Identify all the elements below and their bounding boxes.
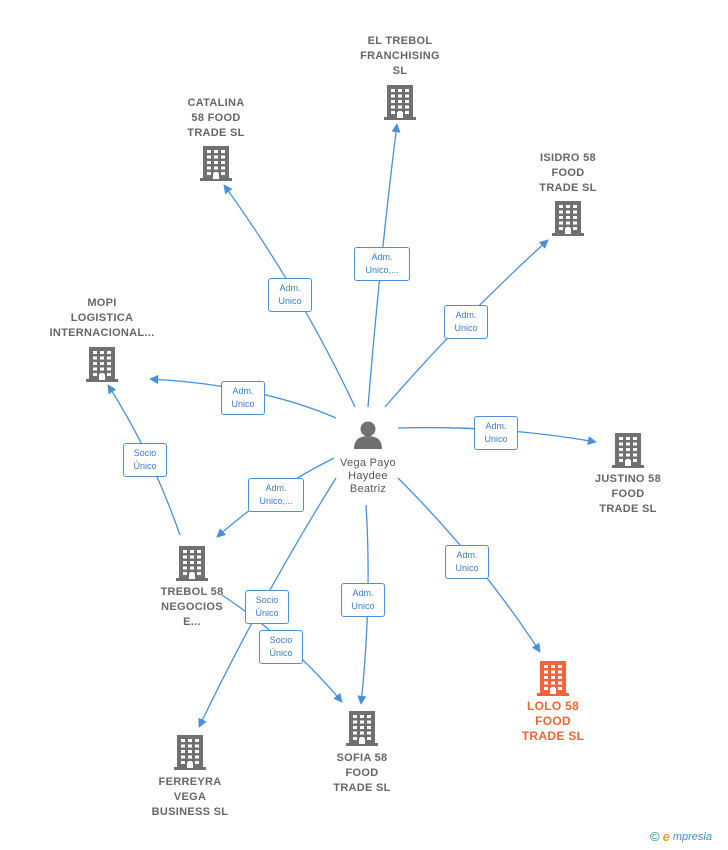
node-label-line: TRADE SL — [333, 782, 391, 794]
person-icon[interactable] — [354, 421, 382, 450]
node-label-line: FRANCHISING — [360, 50, 440, 62]
icons-layer — [86, 85, 644, 770]
brand-name: mpresia — [672, 830, 712, 843]
relation-label-line: Unico — [231, 399, 255, 409]
company-label-isidro: ISIDRO 58 FOOD TRADE SL — [503, 151, 633, 196]
node-label-line: TREBOL 58 — [160, 586, 224, 598]
node-label-line: LOGISTICA — [70, 312, 134, 324]
node-label-line: FOOD — [535, 714, 571, 728]
node-label-line: Haydee — [348, 470, 388, 482]
node-label-line: ISIDRO 58 — [540, 152, 596, 164]
relation-label-line: Unico — [484, 434, 508, 444]
relation-label-line: Unico — [455, 563, 479, 573]
building-icon-justino[interactable] — [612, 433, 644, 468]
node-label-line: 58 FOOD — [191, 112, 241, 124]
relation-label-line: Unico,... — [365, 265, 399, 275]
relation-label-line: Adm. — [371, 252, 393, 262]
building-icon-lolo[interactable] — [537, 661, 569, 696]
relation-label-line: Socio — [133, 448, 157, 458]
copyright-icon: © — [650, 829, 660, 844]
relation-label-line: Socio — [255, 595, 279, 605]
node-label-line: LOLO 58 — [526, 699, 580, 713]
building-icon-ferreyra[interactable] — [174, 735, 206, 770]
company-label-catalina: CATALINA 58 FOOD TRADE SL — [151, 96, 281, 141]
relation-label-line: Adm. — [265, 483, 287, 493]
node-label-line: TRADE SL — [539, 182, 597, 194]
relation-label-line: Único — [255, 608, 279, 618]
node-label-line: E... — [183, 616, 201, 628]
relation-label-vega-to-mopi[interactable]: Adm. Unico — [221, 381, 265, 415]
relation-label-vega-to-el-trebol[interactable]: Adm. Unico,... — [354, 247, 410, 281]
node-label-line: TRADE SL — [521, 729, 585, 743]
node-label-line: INTERNACIONAL... — [49, 327, 155, 339]
node-label-line: FOOD — [345, 767, 379, 779]
company-label-trebol58: TREBOL 58 NEGOCIOS E... — [127, 585, 257, 630]
node-label-line: VEGA — [173, 791, 207, 803]
node-label-line: EL TREBOL — [367, 35, 433, 47]
relation-label-line: Socio — [269, 635, 293, 645]
building-icon-catalina[interactable] — [200, 146, 232, 181]
node-label-line: FOOD — [611, 488, 645, 500]
node-label-line: SOFIA 58 — [336, 752, 388, 764]
node-label-line: Beatriz — [349, 483, 387, 495]
relation-label-line: Único — [269, 648, 293, 658]
node-label-line: Vega Payo — [340, 457, 396, 469]
node-label-line: BUSINESS SL — [151, 806, 229, 818]
node-label-line: SL — [392, 65, 408, 77]
brand-initial: e — [662, 829, 670, 844]
node-label-line: TRADE SL — [599, 503, 657, 515]
company-label-el-trebol: EL TREBOL FRANCHISING SL — [335, 34, 465, 79]
relation-label-line: Unico — [454, 323, 478, 333]
relation-label-line: Unico — [278, 296, 302, 306]
node-label-line: FERREYRA — [158, 776, 222, 788]
relation-label-line: Unico — [351, 601, 375, 611]
company-label-mopi: MOPI LOGISTICA INTERNACIONAL... — [37, 296, 167, 341]
relation-label-line: Adm. — [352, 588, 374, 598]
relation-label-vega-to-sofia[interactable]: Adm. Unico — [341, 583, 385, 617]
relation-label-vega-to-trebol58[interactable]: Adm. Unico,... — [248, 478, 304, 512]
company-label-ferreyra: FERREYRA VEGA BUSINESS SL — [125, 775, 255, 820]
relation-label-vega-to-justino[interactable]: Adm. Unico — [474, 416, 518, 450]
relation-label-line: Adm. — [455, 310, 477, 320]
building-icon-sofia[interactable] — [346, 711, 378, 746]
node-label-line: CATALINA — [187, 97, 245, 109]
relation-label-line: Unico,... — [259, 496, 293, 506]
relation-label-line: Adm. — [232, 386, 254, 396]
relation-label-vega-to-catalina[interactable]: Adm. Unico — [268, 278, 312, 312]
company-label-justino: JUSTINO 58 FOOD TRADE SL — [563, 472, 693, 517]
building-icon-isidro[interactable] — [552, 201, 584, 236]
node-label-line: TRADE SL — [187, 127, 245, 139]
edges-layer — [107, 123, 597, 728]
node-label-line: MOPI — [87, 297, 117, 309]
relation-label-line: Único — [133, 461, 157, 471]
node-label-line: FOOD — [551, 167, 585, 179]
relation-label-vega-to-lolo[interactable]: Adm. Unico — [445, 545, 489, 579]
company-label-sofia: SOFIA 58 FOOD TRADE SL — [297, 751, 427, 796]
relation-label-vega-to-isidro[interactable]: Adm. Unico — [444, 305, 488, 339]
node-label-line: JUSTINO 58 — [595, 473, 661, 485]
relation-label-line: Adm. — [485, 421, 507, 431]
building-icon-mopi[interactable] — [86, 347, 118, 382]
relation-label-line: Adm. — [456, 550, 478, 560]
building-icon-trebol58[interactable] — [176, 546, 208, 581]
relation-label-line: Adm. — [279, 283, 301, 293]
node-label-line: NEGOCIOS — [161, 601, 223, 613]
building-icon-el-trebol[interactable] — [384, 85, 416, 120]
